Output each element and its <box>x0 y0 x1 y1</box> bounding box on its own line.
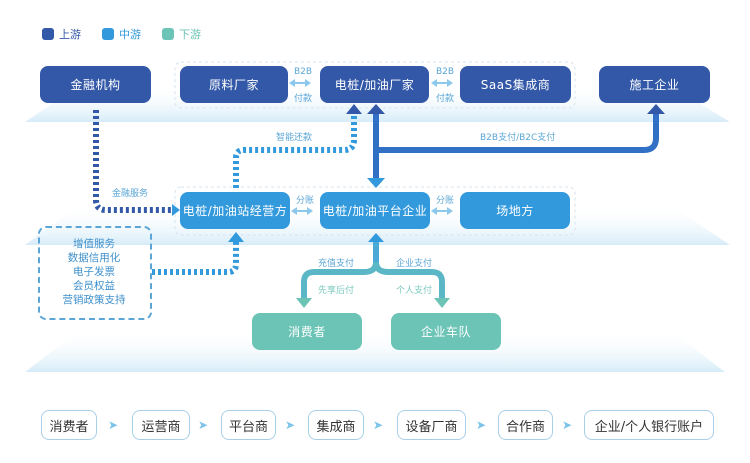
b2b-b2c-arrowhead <box>647 104 665 114</box>
label-payment-2: 付款 <box>436 94 455 104</box>
chain-item-bank-account: 企业/个人银行账户 <box>584 410 714 440</box>
fleet-arrowhead <box>434 298 450 308</box>
chain-arrow-icon: ➤ <box>476 418 487 432</box>
downstream-right-branch <box>373 261 445 298</box>
label-smart-repay: 智能还款 <box>276 133 313 143</box>
chain-arrow-icon: ➤ <box>562 418 573 432</box>
chain-arrow-icon: ➤ <box>373 418 384 432</box>
node-finance-institution: 金融机构 <box>40 66 151 103</box>
chain-item-platform: 平台商 <box>221 410 276 440</box>
platform-maker-up-arrowhead <box>367 104 385 114</box>
label-pay-later: 先享后付 <box>318 286 355 296</box>
node-enterprise-fleet: 企业车队 <box>391 313 501 350</box>
finance-service-arrowhead <box>172 204 180 216</box>
chain-item-integrator: 集成商 <box>308 410 364 440</box>
node-raw-material-maker: 原料厂家 <box>180 66 288 103</box>
legend-label: 上游 <box>59 28 81 41</box>
legend-swatch-upstream <box>42 28 54 40</box>
label-payment-1: 付款 <box>294 94 313 104</box>
legend-label: 中游 <box>119 28 141 41</box>
label-finance-service: 金融服务 <box>112 189 149 199</box>
split-arrow-1 <box>291 207 313 215</box>
downstream-up-arrowhead <box>368 233 384 242</box>
b2b-arrow-1 <box>289 79 311 87</box>
service-item: 电子发票 <box>73 266 115 278</box>
smart-repay-arrowhead <box>346 104 362 114</box>
chain-arrow-icon: ➤ <box>198 418 209 432</box>
label-b2b-2: B2B <box>436 67 455 77</box>
layer-downstream-bg <box>25 330 725 372</box>
chain-arrow-icon: ➤ <box>285 418 296 432</box>
node-saas-integrator: SaaS集成商 <box>460 66 571 103</box>
label-b2b-1: B2B <box>294 67 313 77</box>
legend-downstream: 下游 <box>162 26 201 42</box>
label-personal-pay: 个人支付 <box>396 286 433 296</box>
legend-label: 下游 <box>179 28 201 41</box>
label-split-2: 分账 <box>436 196 455 206</box>
split-arrow-2 <box>431 207 453 215</box>
chain-item-partner: 合作商 <box>498 410 553 440</box>
service-item: 会员权益 <box>73 280 115 292</box>
upstream-partner-group <box>174 61 576 109</box>
services-arrowhead <box>228 232 244 242</box>
label-enterprise-pay: 企业支付 <box>396 259 433 269</box>
legend-swatch-midstream <box>102 28 114 40</box>
services-box <box>38 226 152 320</box>
chain-item-consumer: 消费者 <box>41 410 97 440</box>
legend-upstream: 上游 <box>42 26 81 42</box>
chain-item-device-maker: 设备厂商 <box>397 410 466 440</box>
node-platform-company: 电桩/加油平台企业 <box>320 192 430 229</box>
label-split-1: 分账 <box>296 196 315 206</box>
service-item: 数据信用化 <box>67 252 121 264</box>
platform-maker-down-arrowhead <box>367 178 385 188</box>
label-recharge-pay: 充值支付 <box>318 259 355 269</box>
node-consumer: 消费者 <box>252 313 362 350</box>
node-venue-provider: 场地方 <box>460 192 570 229</box>
legend-midstream: 中游 <box>102 26 141 42</box>
b2b-arrow-2 <box>431 79 453 87</box>
legend-swatch-downstream <box>162 28 174 40</box>
services-list: 增值服务 数据信用化 电子发票 会员权益 营销政策支持 <box>38 226 150 318</box>
node-station-operator: 电桩/加油站经营方 <box>180 192 290 229</box>
service-item: 营销政策支持 <box>62 294 126 306</box>
smart-repay-arrow <box>233 112 357 188</box>
consumer-arrowhead <box>296 298 312 308</box>
chain-arrow-icon: ➤ <box>108 418 119 432</box>
service-item: 增值服务 <box>73 238 115 250</box>
chain-item-operator: 运营商 <box>132 410 190 440</box>
node-charger-maker: 电桩/加油厂家 <box>320 66 429 103</box>
finance-service-arrow <box>93 110 172 213</box>
b2b-b2c-arrow <box>376 114 659 153</box>
label-b2b-b2c-payment: B2B支付/B2C支付 <box>480 133 556 143</box>
node-construction-company: 施工企业 <box>599 66 710 103</box>
